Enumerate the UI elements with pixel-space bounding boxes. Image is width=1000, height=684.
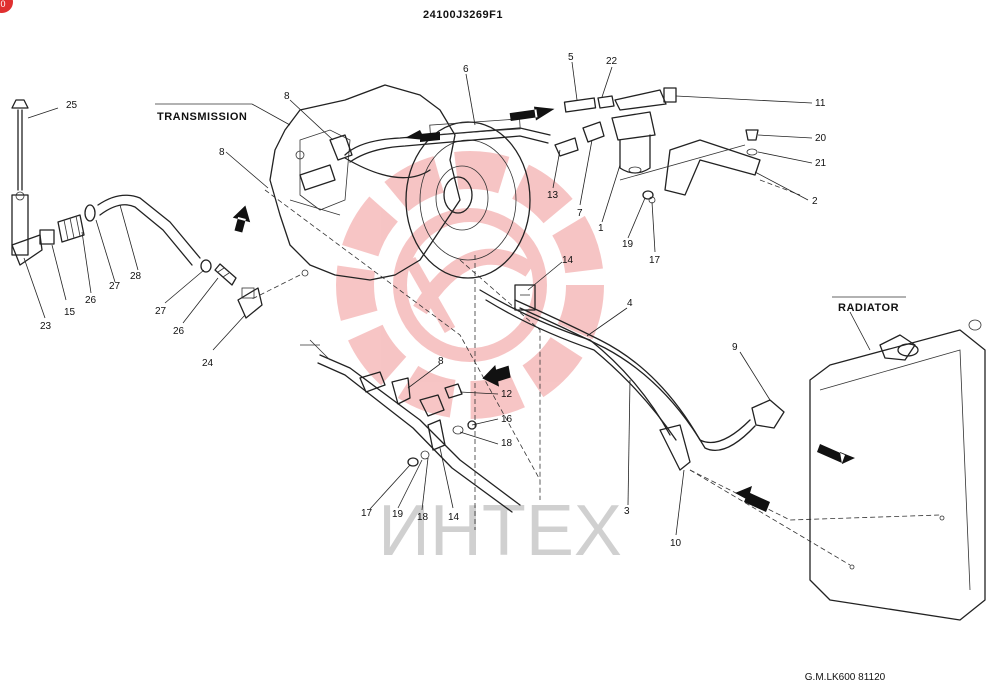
arrow-transmission-up — [232, 205, 251, 233]
part-label: 22 — [606, 56, 618, 67]
radiator — [809, 319, 986, 621]
part-label: 9 — [732, 342, 738, 353]
long-cooler-lines — [479, 289, 785, 471]
part-label: 3 — [624, 506, 630, 517]
part-label: 4 — [627, 298, 633, 309]
upper-oil-line — [299, 118, 551, 191]
upper-clip — [514, 284, 536, 311]
filter-bracket — [619, 129, 761, 196]
lower-parallel-lines — [300, 339, 521, 513]
part-label: 19 — [392, 509, 404, 520]
part-label: 11 — [815, 98, 826, 109]
dipstick-tube — [11, 99, 43, 266]
arrow-radiator-out — [817, 444, 855, 464]
left-hose-assembly — [39, 194, 263, 319]
part-label: 27 — [109, 281, 121, 292]
part-label: 6 — [463, 64, 469, 75]
svg-text:RADIATOR: RADIATOR — [838, 302, 899, 314]
arrow-radiator-in — [735, 486, 770, 512]
part-label: 27 — [155, 306, 167, 317]
part-label: 8 — [438, 356, 444, 367]
svg-text:TRANSMISSION: TRANSMISSION — [157, 111, 247, 123]
part-label: 18 — [501, 438, 513, 449]
part-label: 18 — [417, 512, 429, 523]
part-label: 12 — [501, 389, 513, 400]
part-label: 26 — [85, 295, 97, 306]
part-label: 14 — [448, 512, 460, 523]
flow-arrows — [232, 106, 855, 512]
arrow-lower-middle — [482, 364, 511, 387]
part-label: 24 — [202, 358, 214, 369]
part-label: 20 — [815, 133, 827, 144]
drawing-code: 24100J3269F1 — [423, 9, 503, 21]
drawing-ref: G.M.LK600 81120 — [805, 672, 886, 683]
part-label: 26 — [173, 326, 185, 337]
part-label: 17 — [649, 255, 661, 266]
part-label: 25 — [66, 100, 78, 111]
arrow-upper-right — [509, 106, 555, 122]
oil-filter-assembly — [554, 87, 677, 174]
watermark-gear-logo — [336, 151, 604, 419]
part-label: 13 — [547, 190, 559, 201]
transmission-housing — [269, 84, 461, 281]
part-label: 1 — [598, 223, 604, 234]
part-label: 17 — [361, 508, 373, 519]
part-label: 8 — [284, 91, 290, 102]
svg-text:0: 0 — [0, 0, 5, 9]
part-label: 16 — [501, 414, 513, 425]
part-label: 7 — [577, 208, 583, 219]
part-label: 21 — [815, 158, 827, 169]
radiator-label: RADIATOR — [832, 296, 906, 351]
part-label: 8 — [219, 147, 225, 158]
corner-badge: 0 — [0, 0, 13, 13]
part-label: 14 — [562, 255, 574, 266]
part-callouts: 25 8 6 5 22 11 20 21 2 13 7 1 19 17 8 28 — [23, 52, 827, 549]
part-label: 28 — [130, 271, 142, 282]
transmission-label: TRANSMISSION — [155, 103, 291, 126]
part-label: 23 — [40, 321, 52, 332]
watermark-text: ИНТЕХ — [378, 491, 622, 571]
filter-bolt — [642, 190, 656, 204]
part-label: 10 — [670, 538, 682, 549]
arrow-upper-left — [405, 130, 440, 142]
part-label: 5 — [568, 52, 574, 63]
part-label: 2 — [812, 196, 818, 207]
part-label: 19 — [622, 239, 634, 250]
part-label: 15 — [64, 307, 76, 318]
